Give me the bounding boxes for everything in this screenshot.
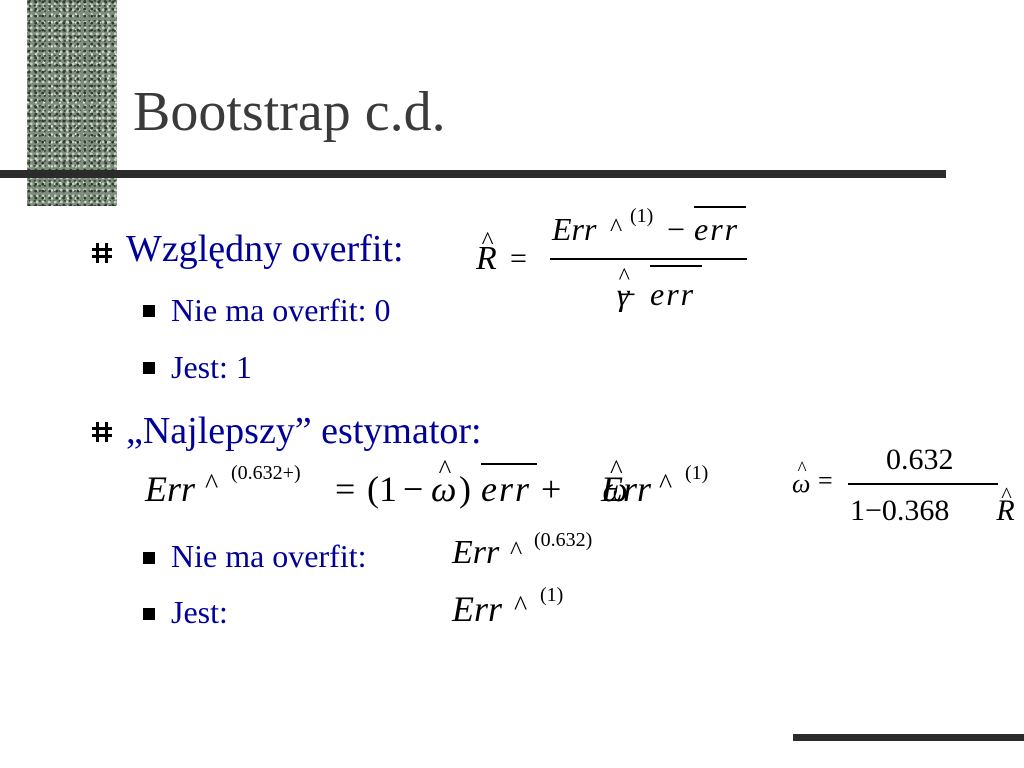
formula-overfit-sup: (1) xyxy=(540,584,564,606)
title-rule xyxy=(0,170,946,178)
formula-best-caret: ^ xyxy=(205,469,219,500)
formula-omega-equals: = xyxy=(818,466,833,495)
formula-best-err2: Err xyxy=(601,469,652,509)
formula-r-num-minus: − xyxy=(667,211,686,247)
formula-r-num-err-bar: err xyxy=(694,211,740,247)
formula-r-num-sup: (1) xyxy=(630,205,654,227)
subitem-no-overfit: Nie ma overfit: xyxy=(171,538,367,574)
formula-best-err: Err xyxy=(145,469,196,509)
formula-best-caret2: ^ xyxy=(659,469,673,500)
formula-omega-den-text: 1−0.368 xyxy=(850,494,950,527)
formula-r-den-gamma: γ xyxy=(617,278,630,310)
formula-r-equals: = xyxy=(510,242,527,275)
square-bullet-icon xyxy=(143,362,155,374)
formula-r-num-overline xyxy=(694,206,746,208)
formula-no-overfit-caret: ^ xyxy=(510,536,523,565)
formula-best-minus: − xyxy=(403,469,424,509)
formula-no-overfit-sup: (0.632) xyxy=(534,529,593,551)
formula-best-sup2: (1) xyxy=(685,462,709,484)
slide-title: Bootstrap c.d. xyxy=(133,81,446,143)
footer-rule xyxy=(793,734,1024,741)
formula-no-overfit-err: Err xyxy=(452,534,500,571)
subitem-overfit: Jest: xyxy=(171,594,228,630)
formula-r-num-caret: ^ xyxy=(610,213,623,242)
formula-omega: ω = 0.632 1−0.368 R xyxy=(788,440,1015,530)
formula-overfit: Err ^ (1) xyxy=(452,585,582,630)
formula-best-plus: + xyxy=(541,469,562,509)
formula-best-estimator: Err ^ (0.632+) = (1 − ω ) err + ω Err ^ … xyxy=(145,455,725,515)
subitem-no-overfit-0: Nie ma overfit: 0 xyxy=(171,292,391,328)
formula-best-equals: = xyxy=(335,469,356,509)
hash-bullet-icon xyxy=(92,243,112,263)
formula-r-num-err: Err xyxy=(552,211,597,247)
formula-overfit-caret: ^ xyxy=(514,591,528,622)
formula-r-den-err: err xyxy=(650,276,696,312)
formula-omega-lhs: ω xyxy=(792,471,810,497)
square-bullet-icon xyxy=(143,608,155,620)
subitem-overfit-1: Jest: 1 xyxy=(171,349,252,385)
formula-omega-num: 0.632 xyxy=(886,443,954,476)
formula-r-den-overline xyxy=(650,265,702,267)
formula-r-den-minus: − xyxy=(618,276,637,312)
formula-best-close: ) xyxy=(459,469,471,509)
formula-omega-fraction-line xyxy=(848,483,998,485)
formula-relative-overfit: R = Err ^ (1) − err γ − err xyxy=(470,200,760,325)
formula-best-err-bar: err xyxy=(481,469,531,509)
bullet-best-estimator: „Najlepszy” estymator: xyxy=(126,410,482,452)
square-bullet-icon xyxy=(143,552,155,564)
square-bullet-icon xyxy=(143,305,155,317)
formula-r-fraction-line xyxy=(550,258,747,260)
formula-best-open: (1 xyxy=(367,469,397,509)
formula-best-overline xyxy=(481,463,537,465)
hash-bullet-icon xyxy=(92,422,112,442)
bullet-relative-overfit: Względny overfit: xyxy=(126,228,404,270)
formula-r-lhs: R xyxy=(476,242,497,276)
formula-overfit-err: Err xyxy=(452,589,503,629)
formula-best-sup: (0.632+) xyxy=(231,462,301,484)
formula-best-omega2: ω xyxy=(602,471,627,507)
formula-omega-den-r: R xyxy=(996,496,1014,526)
formula-no-overfit: Err ^ (0.632) xyxy=(452,530,622,575)
formula-best-omega: ω xyxy=(431,471,456,507)
